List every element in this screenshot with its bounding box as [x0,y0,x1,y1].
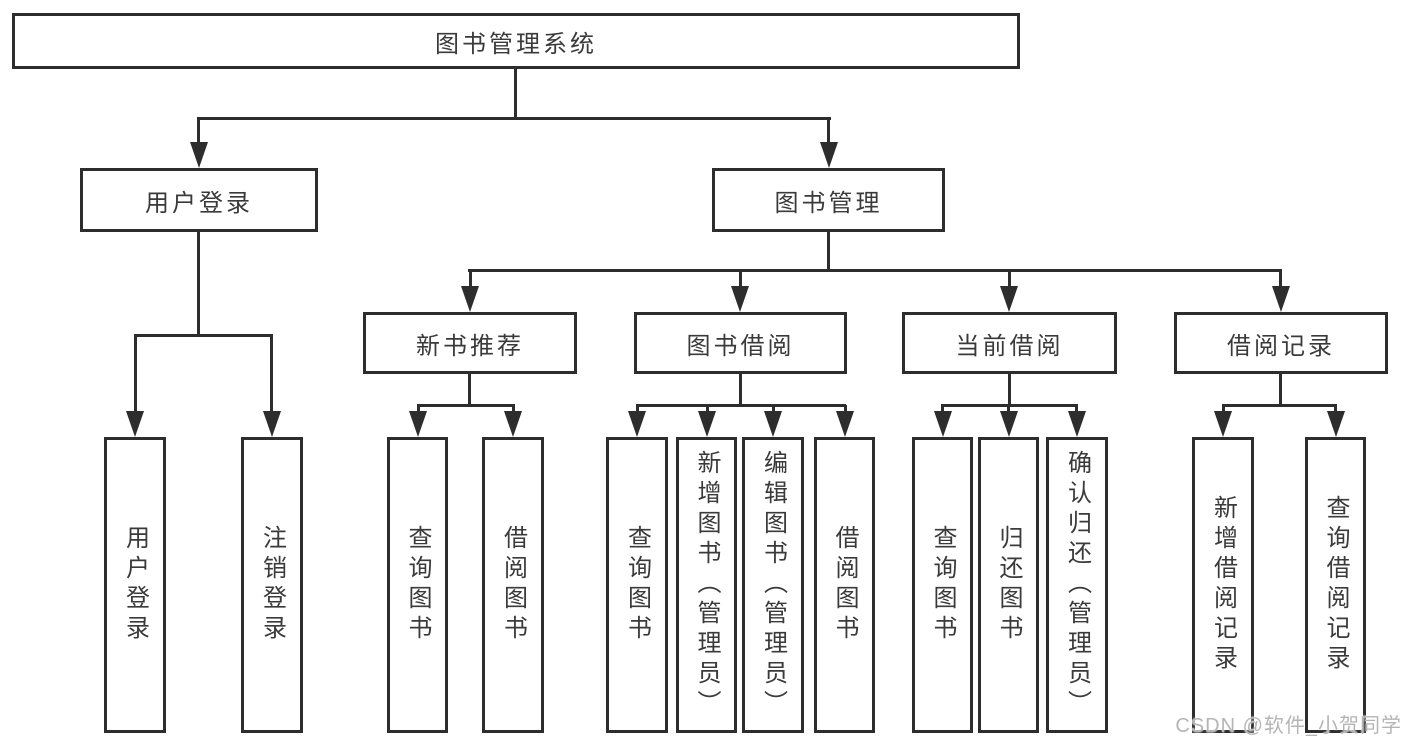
arrowhead-down-icon [263,411,281,437]
connector-stem [1008,270,1011,290]
leaf-confirm-return-admin: 确认归还（管理员） [1046,437,1108,733]
node-root: 图书管理系统 [12,13,1020,69]
arrowhead-down-icon [1272,286,1290,312]
leaf-query-books-current-label: 查询图书 [929,525,956,645]
connector-stem [706,405,709,415]
connector-stem [1279,270,1282,290]
leaf-edit-books-admin-label: 编辑图书（管理员） [759,450,787,720]
node-new-book-recommend: 新书推荐 [363,312,577,374]
arrowhead-down-icon [934,411,952,437]
connector-vline [1279,374,1282,406]
connector-stem [827,118,830,146]
node-current-borrowing: 当前借阅 [902,312,1117,374]
leaf-logout-label: 注销登录 [258,525,286,645]
connector-vline [827,232,830,271]
connector-stem [844,405,847,415]
node-user-login-label: 用户登录 [145,189,253,217]
leaf-user-login: 用户登录 [104,437,166,733]
connector-root-vline [514,68,517,119]
connector-stem [1075,405,1078,415]
connector-vline [468,374,471,406]
arrowhead-down-icon [1000,286,1018,312]
connector-stem [417,405,420,415]
leaf-query-books-current: 查询图书 [912,437,973,733]
arrowhead-down-icon [764,411,782,437]
node-book-borrowing-label: 图书借阅 [686,332,795,360]
leaf-add-borrow-record-label: 新增借阅记录 [1209,495,1237,675]
node-borrowing-records-label: 借阅记录 [1227,332,1335,360]
node-root-label: 图书管理系统 [435,30,597,58]
connector-root-hline [197,117,831,120]
connector-hline [468,269,1282,272]
connector-stem [1007,405,1010,415]
connector-vline [1008,374,1011,406]
connector-hline [636,404,846,407]
connector-stem [270,335,273,415]
connector-stem [772,405,775,415]
arrowhead-down-icon [1068,411,1086,437]
node-current-borrowing-label: 当前借阅 [955,332,1064,360]
arrowhead-down-icon [628,411,646,437]
connector-stem [941,405,944,415]
node-new-book-recommend-label: 新书推荐 [416,332,524,360]
leaf-query-books-borrowing-label: 查询图书 [623,525,651,645]
arrowhead-down-icon [126,411,144,437]
arrowhead-down-icon [698,411,716,437]
node-book-management: 图书管理 [712,168,945,232]
connector-stem [512,405,515,415]
leaf-add-books-admin-label: 新增图书（管理员） [693,450,720,720]
watermark-text: CSDN @软件_小贺同学 [1175,715,1402,737]
connector-hline [417,404,515,407]
leaf-query-books-borrowing: 查询图书 [606,437,668,733]
leaf-return-books: 归还图书 [978,437,1039,733]
connector-stem [469,270,472,290]
connector-stem [739,270,742,290]
connector-hline [1222,404,1337,407]
leaf-confirm-return-admin-label: 确认归还（管理员） [1063,450,1091,720]
leaf-query-books-recommend: 查询图书 [387,437,448,733]
arrowhead-down-icon [461,286,479,312]
leaf-query-borrow-record-label: 查询借阅记录 [1322,495,1349,675]
connector-stem [197,118,200,146]
leaf-borrow-books-label: 借阅图书 [831,525,858,645]
arrowhead-down-icon [190,142,208,168]
leaf-edit-books-admin: 编辑图书（管理员） [742,437,804,733]
arrowhead-down-icon [1327,411,1345,437]
arrowhead-down-icon [504,411,522,437]
arrowhead-down-icon [409,411,427,437]
connector-vline [197,232,200,336]
connector-stem [134,335,137,415]
leaf-query-books-recommend-label: 查询图书 [404,525,431,645]
connector-stem [636,405,639,415]
leaf-query-borrow-record: 查询借阅记录 [1305,437,1366,733]
connector-stem [1334,405,1337,415]
node-user-login: 用户登录 [80,168,318,232]
leaf-borrow-books-recommend: 借阅图书 [482,437,544,733]
connector-vline [739,374,742,406]
arrowhead-down-icon [820,142,838,168]
node-book-borrowing: 图书借阅 [634,312,847,374]
leaf-user-login-label: 用户登录 [121,525,149,645]
leaf-return-books-label: 归还图书 [995,525,1022,645]
node-book-management-label: 图书管理 [774,189,883,217]
leaf-add-books-admin: 新增图书（管理员） [676,437,737,733]
leaf-add-borrow-record: 新增借阅记录 [1192,437,1254,733]
arrowhead-down-icon [1000,411,1018,437]
arrowhead-down-icon [731,286,749,312]
node-borrowing-records: 借阅记录 [1174,312,1388,374]
connector-stem [1222,405,1225,415]
arrowhead-down-icon [836,411,854,437]
leaf-borrow-books-recommend-label: 借阅图书 [499,525,527,645]
connector-hline [134,334,273,337]
leaf-logout: 注销登录 [241,437,303,733]
leaf-borrow-books: 借阅图书 [814,437,875,733]
arrowhead-down-icon [1214,411,1232,437]
